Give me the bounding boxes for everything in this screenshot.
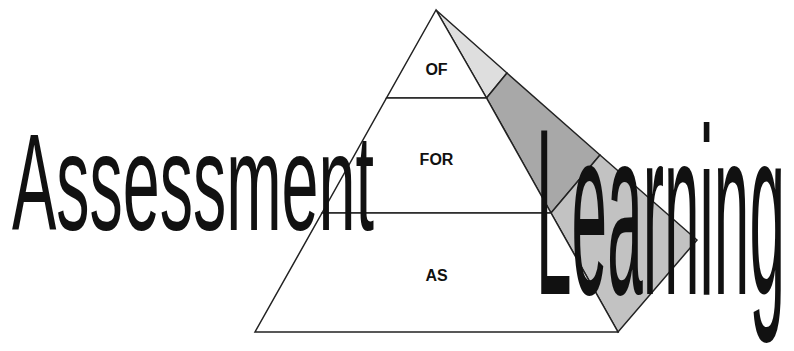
band-label: OF — [386, 61, 487, 79]
headline-word: Learning — [536, 93, 785, 330]
pyramid-band: OF — [386, 10, 487, 98]
headline-word: Assessment — [12, 114, 374, 251]
band-shape — [387, 10, 487, 98]
band-outline — [386, 10, 487, 98]
